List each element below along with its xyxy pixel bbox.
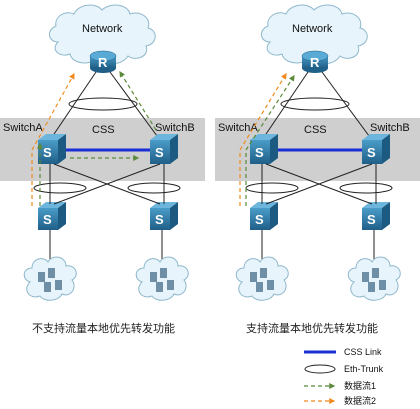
network-cloud-icon [49, 4, 156, 65]
switch-a-letter: S [43, 145, 52, 160]
eth-trunk-right [339, 182, 393, 194]
uplink-a [261, 71, 309, 141]
switch-a-icon [250, 134, 278, 164]
legend-eth-trunk-label: Eth-Trunk [344, 364, 384, 374]
access-right-letter: S [367, 212, 376, 227]
router-icon [301, 50, 329, 73]
server-cloud-left-icon [23, 256, 77, 301]
switch-b-letter: S [367, 145, 376, 160]
switch-b-letter: S [155, 145, 164, 160]
eth-trunk-ellipse [68, 97, 138, 111]
switch-b-icon [150, 134, 178, 164]
right-panel: SwitchA CSS SwitchB Network R S S [215, 4, 420, 335]
uplink-a [49, 71, 97, 141]
eth-trunk-right [127, 182, 181, 194]
network-label: Network [292, 23, 333, 35]
server-cloud-right-icon [135, 256, 189, 301]
legend-eth-trunk-swatch [304, 364, 336, 374]
access-right-letter: S [155, 212, 164, 227]
server-cloud-left-icon [235, 256, 289, 301]
network-cloud-icon [261, 4, 368, 65]
router-letter: R [98, 55, 108, 70]
access-switch-right-icon [362, 202, 390, 230]
css-band-label: CSS [304, 124, 327, 136]
switch-b-label: SwitchB [370, 122, 410, 134]
right-caption: 支持流量本地优先转发功能 [246, 321, 378, 335]
data-flow-1-right-path [245, 74, 295, 206]
access-left-letter: S [43, 212, 52, 227]
switch-a-label: SwitchA [218, 122, 258, 134]
left-panel: SwitchA CSS SwitchB Network R S [0, 4, 205, 335]
link-b-left [265, 163, 373, 205]
eth-trunk-left [33, 182, 87, 194]
link-b-left [53, 163, 161, 205]
switch-a-icon [38, 134, 66, 164]
data-flow-2-left-path [31, 72, 75, 206]
css-band-label: CSS [92, 124, 115, 136]
switch-b-label: SwitchB [155, 122, 195, 134]
legend-data-flow-2-label: 数据流2 [344, 395, 376, 406]
legend: CSS Link Eth-Trunk 数据流1 数据流2 [304, 347, 384, 406]
access-switch-right-icon [150, 202, 178, 230]
access-switch-left-icon [38, 202, 66, 230]
access-switch-left-icon [250, 202, 278, 230]
router-icon [89, 50, 117, 73]
router-letter: R [310, 55, 320, 70]
eth-trunk-ellipse [280, 97, 350, 111]
data-flow-1-left-path-c [119, 70, 157, 131]
switch-b-icon [362, 134, 390, 164]
data-flow-2-right-path [239, 72, 287, 206]
eth-trunk-left [245, 182, 299, 194]
server-cloud-right-icon [347, 256, 401, 301]
legend-css-link-label: CSS Link [344, 347, 382, 357]
network-label: Network [82, 23, 123, 35]
switch-a-letter: S [255, 145, 264, 160]
switch-a-label: SwitchA [3, 122, 43, 134]
legend-data-flow-1-label: 数据流1 [344, 380, 376, 391]
access-left-letter: S [255, 212, 264, 227]
left-caption: 不支持流量本地优先转发功能 [32, 321, 175, 335]
